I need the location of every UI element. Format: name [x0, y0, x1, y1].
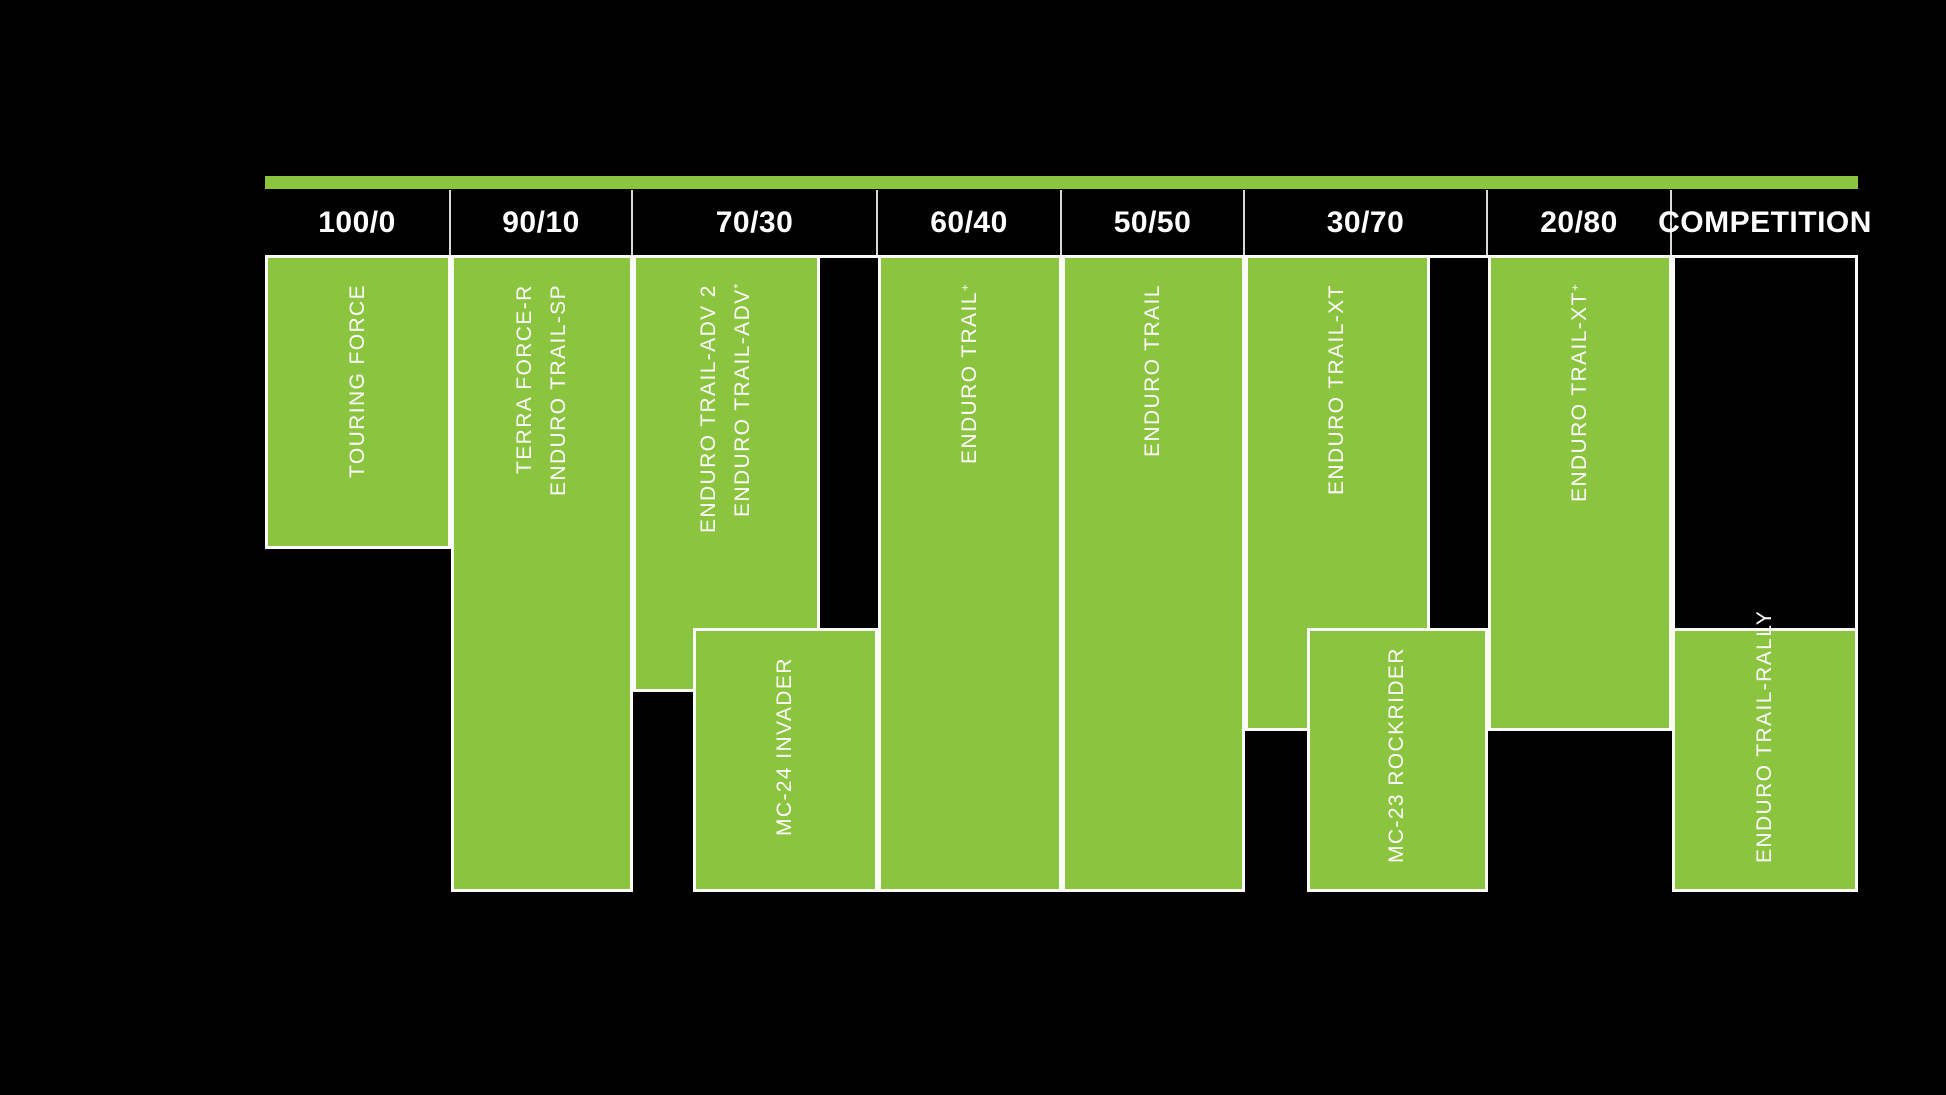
- block-label: ENDURO TRAIL-RALLY: [1752, 609, 1776, 863]
- block-enduro-trail-rally: ENDURO TRAIL-RALLY: [1672, 609, 1858, 892]
- header-accent-bar: [265, 176, 1858, 189]
- block-terra-force-r-enduro-trail-sp: TERRA FORCE-R ENDURO TRAIL-SP: [451, 255, 633, 892]
- block-enduro-trail-plus: ENDURO TRAIL+: [878, 255, 1062, 892]
- column-header-label: 50/50: [1113, 205, 1192, 239]
- footnote-marker: *: [731, 284, 746, 289]
- column-header-label: 70/30: [715, 205, 794, 239]
- column-header-competition: COMPETITION: [1658, 190, 1871, 255]
- block-label: ENDURO TRAIL-XT+: [1567, 284, 1591, 502]
- column-header-50-50: 50/50: [1062, 190, 1245, 255]
- block-label: TOURING FORCE: [345, 284, 369, 478]
- column-header-30-70: 30/70: [1245, 190, 1488, 255]
- block-label: MC-23 ROCKRIDER: [1385, 647, 1409, 863]
- column-header-label: COMPETITION: [1658, 205, 1872, 239]
- block-label: ENDURO TRAIL+: [957, 284, 981, 464]
- column-header-label: 30/70: [1326, 205, 1405, 239]
- column-header-label: 90/10: [502, 205, 580, 239]
- block-enduro-trail: ENDURO TRAIL: [1062, 255, 1245, 892]
- column-header-70-30: 70/30: [633, 190, 878, 255]
- block-mc-23-rockrider: MC-23 ROCKRIDER: [1307, 628, 1488, 892]
- column-header-label: 60/40: [930, 205, 1008, 239]
- superscript-plus: +: [1567, 284, 1582, 292]
- block-touring-force: TOURING FORCE: [265, 255, 451, 549]
- block-label: ENDURO TRAIL-ADV 2 ENDURO TRAIL-ADV*: [697, 284, 755, 533]
- column-header-90-10: 90/10: [451, 190, 633, 255]
- block-label: ENDURO TRAIL: [1141, 284, 1165, 457]
- block-mc-24-invader: MC-24 INVADER: [693, 628, 878, 892]
- column-header-20-80: 20/80: [1488, 190, 1672, 255]
- block-enduro-trail-adv: ENDURO TRAIL-ADV 2 ENDURO TRAIL-ADV*: [633, 255, 820, 692]
- competition-empty-cell: [1672, 255, 1858, 892]
- block-label: MC-24 INVADER: [773, 657, 797, 836]
- column-header-label: 20/80: [1540, 205, 1618, 239]
- column-header-100-0: 100/0: [265, 190, 451, 255]
- column-header-label: 100/0: [318, 205, 396, 239]
- superscript-plus: +: [957, 284, 972, 292]
- block-enduro-trail-xt-plus: ENDURO TRAIL-XT+: [1488, 255, 1672, 731]
- column-header-60-40: 60/40: [878, 190, 1062, 255]
- block-label: TERRA FORCE-R ENDURO TRAIL-SP: [512, 284, 570, 496]
